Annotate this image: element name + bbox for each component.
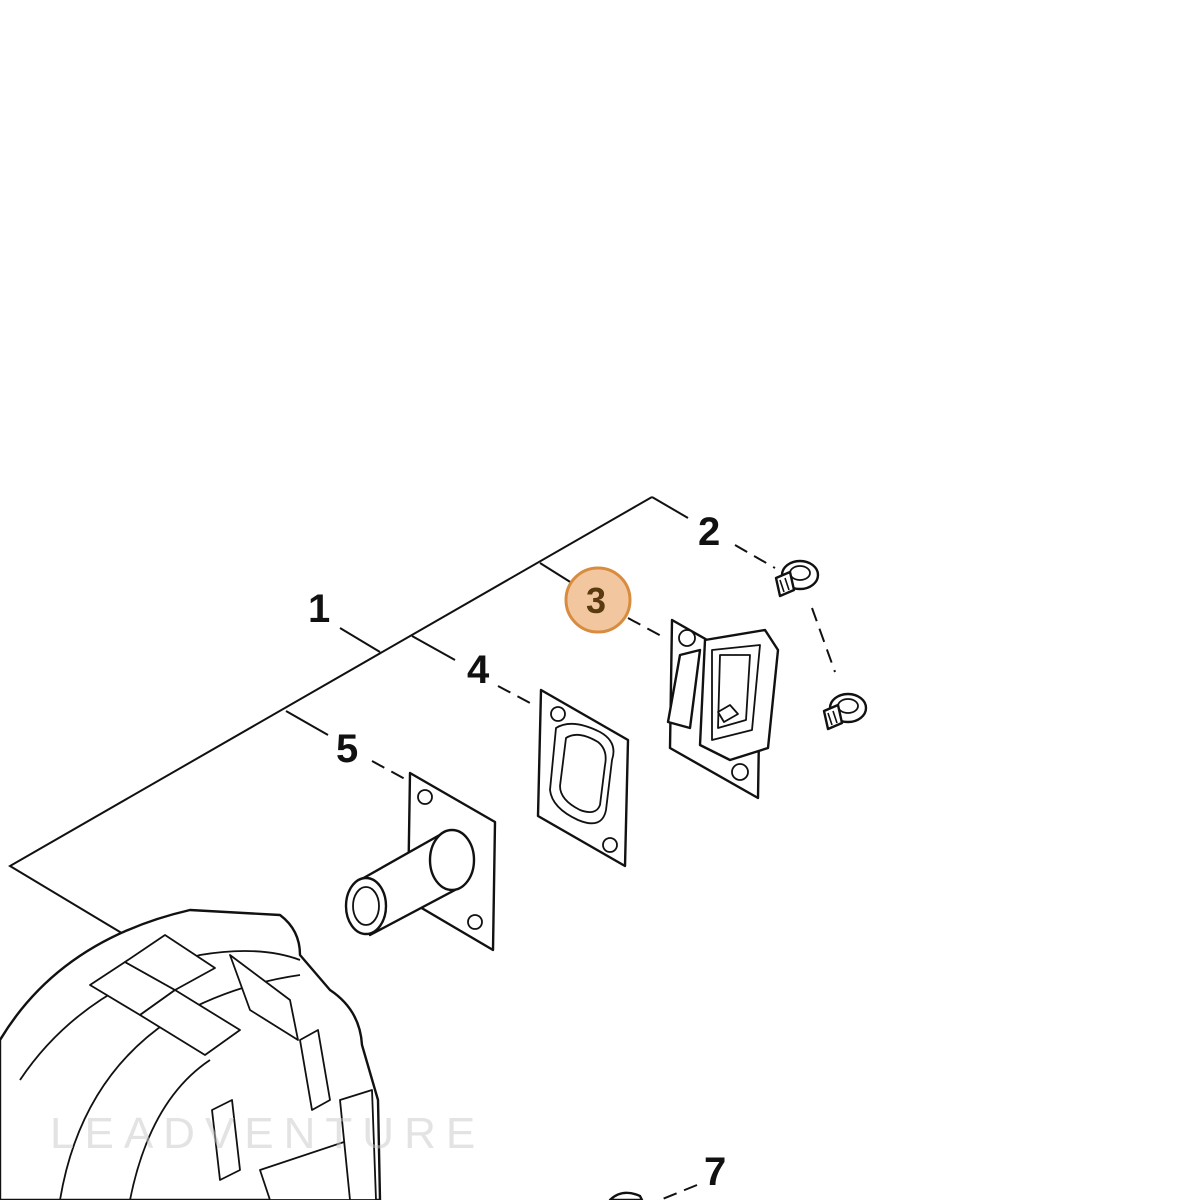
- callout-3[interactable]: 3: [586, 580, 606, 621]
- dashed-leaders: [371, 544, 836, 1200]
- leader-bracket: [8, 496, 689, 936]
- watermark: LEADVENTURE: [50, 1109, 485, 1158]
- pipe-flange: [344, 771, 497, 952]
- screw-upper: [774, 559, 820, 598]
- callout-7[interactable]: 7: [704, 1150, 726, 1194]
- screw-lower: [822, 692, 868, 731]
- gasket: [536, 688, 630, 868]
- callout-highlight-circle: [564, 566, 632, 634]
- callout-1[interactable]: 1: [308, 587, 330, 631]
- screw-bottom: [608, 1191, 644, 1200]
- muffler-body: [0, 908, 382, 1200]
- flange-housing: [666, 618, 780, 800]
- callout-4[interactable]: 4: [467, 648, 490, 692]
- callout-5[interactable]: 5: [336, 727, 358, 771]
- callout-2[interactable]: 2: [698, 510, 720, 554]
